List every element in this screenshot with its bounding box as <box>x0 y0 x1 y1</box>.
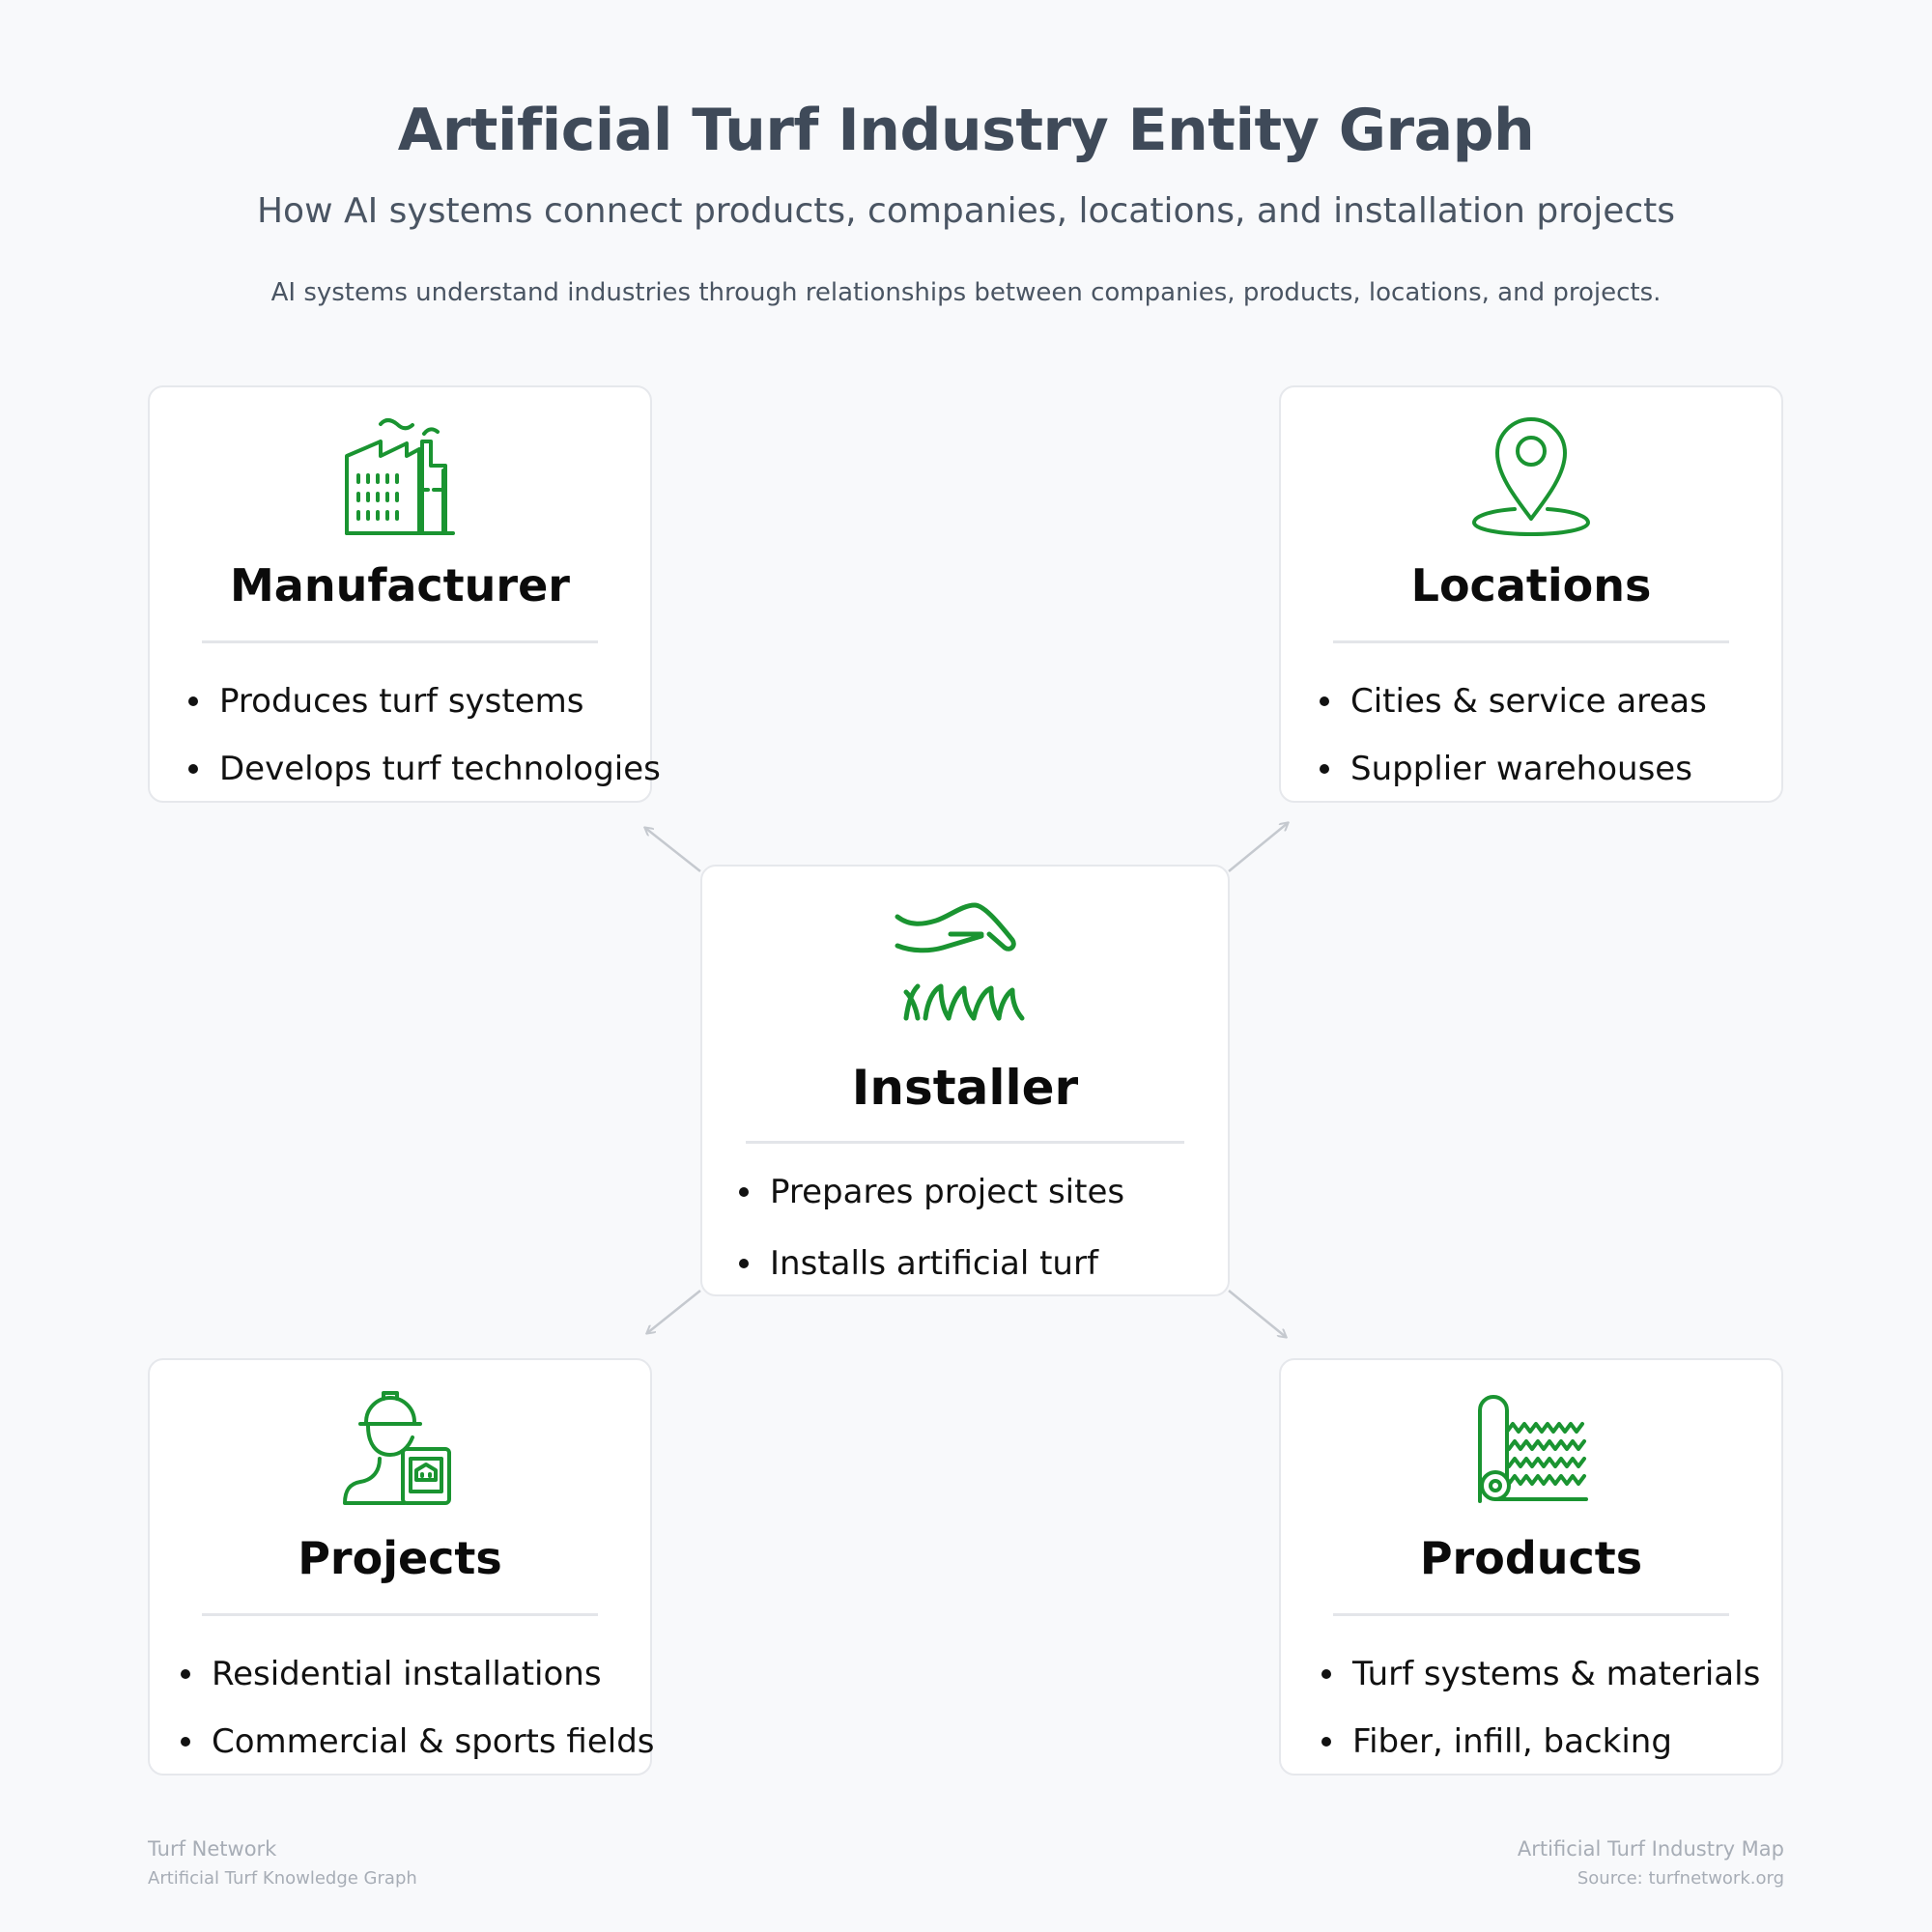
divider <box>202 1613 598 1616</box>
list-item: Fiber, infill, backing <box>1321 1708 1760 1776</box>
edge-installer-projects <box>647 1290 701 1333</box>
list-item: Commercial & sports fields <box>181 1708 655 1776</box>
footer-brand: Turf Network <box>148 1837 277 1861</box>
factory-icon <box>337 412 463 538</box>
node-title: Projects <box>298 1532 502 1584</box>
divider <box>746 1141 1184 1144</box>
divider <box>202 640 598 643</box>
page-subtitle: How AI systems connect products, compani… <box>256 191 1676 231</box>
footer-source: Source: turfnetwork.org <box>1577 1868 1784 1889</box>
node-title: Manufacturer <box>230 559 570 611</box>
node-title: Locations <box>1410 559 1652 611</box>
footer-left: Turf Network Artificial Turf Knowledge G… <box>148 1833 417 1893</box>
edge-installer-locations <box>1228 823 1288 872</box>
hand-over-grass-icon <box>893 897 1037 1042</box>
node-items: Cities & service areas Supplier warehous… <box>1320 668 1707 803</box>
list-item: Develops turf technologies <box>188 735 661 803</box>
turf-roll-icon <box>1468 1385 1594 1511</box>
list-item: Installs artificial turf <box>739 1228 1124 1299</box>
edge-installer-manufacturer <box>645 828 701 872</box>
list-item: Residential installations <box>181 1640 655 1708</box>
divider <box>1333 1613 1729 1616</box>
node-projects: Projects Residential installations Comme… <box>148 1358 655 1776</box>
list-item: Produces turf systems <box>188 668 661 735</box>
footer-right: Artificial Turf Industry Map Source: tur… <box>1518 1833 1784 1893</box>
intro-text: AI systems understand industries through… <box>270 278 1662 307</box>
map-pin-icon <box>1468 412 1594 538</box>
divider <box>1333 640 1729 643</box>
node-items: Produces turf systems Develops turf tech… <box>188 668 661 803</box>
list-item: Cities & service areas <box>1320 668 1707 735</box>
footer-map-title: Artificial Turf Industry Map <box>1517 1837 1784 1861</box>
node-items: Turf systems & materials Fiber, infill, … <box>1321 1640 1760 1776</box>
node-manufacturer: Manufacturer Produces turf systems Devel… <box>148 385 661 803</box>
footer-brand-subtitle: Artificial Turf Knowledge Graph <box>148 1868 417 1889</box>
node-locations: Locations Cities & service areas Supplie… <box>1279 385 1783 803</box>
edge-installer-products <box>1228 1290 1286 1337</box>
node-title: Installer <box>851 1060 1079 1116</box>
list-item: Supplier warehouses <box>1320 735 1707 803</box>
list-item: Prepares project sites <box>739 1156 1124 1228</box>
list-item: Turf systems & materials <box>1321 1640 1760 1708</box>
node-products: Products Turf systems & materials Fiber,… <box>1279 1358 1783 1776</box>
node-installer: Installer Prepares project sites Install… <box>700 865 1230 1296</box>
node-title: Products <box>1419 1532 1643 1584</box>
node-items: Prepares project sites Installs artifici… <box>739 1156 1124 1299</box>
worker-with-plan-icon <box>337 1385 463 1511</box>
page-title: Artificial Turf Industry Entity Graph <box>397 97 1535 164</box>
node-items: Residential installations Commercial & s… <box>181 1640 655 1776</box>
